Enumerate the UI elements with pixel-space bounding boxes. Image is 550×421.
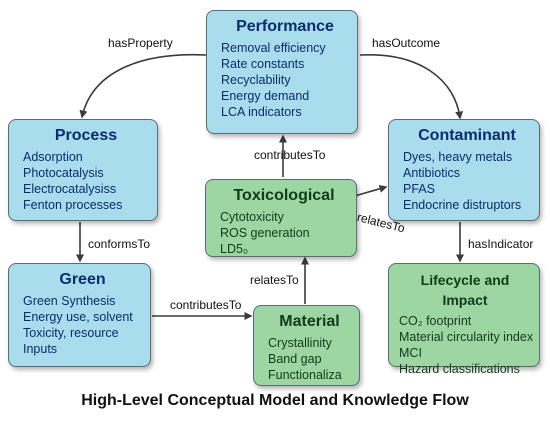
node-toxicological: Toxicological Cytotoxicity ROS generatio…: [205, 179, 357, 257]
node-item: Dyes, heavy metals: [403, 150, 513, 164]
node-title: Toxicological: [233, 187, 335, 204]
node-item: Material circularity index: [399, 330, 534, 344]
node-material: Material Crystallinity Band gap Function…: [253, 305, 360, 386]
node-process: Process Adsorption Photocatalysis Electr…: [8, 119, 158, 221]
node-title: Process: [54, 127, 118, 144]
node-item: Adsorption: [23, 150, 83, 164]
node-item: Endocrine distruptors: [403, 198, 522, 212]
node-title: Performance: [236, 18, 334, 35]
node-item: Crystallinity: [268, 336, 332, 350]
node-item: Electrocatalysiss: [23, 182, 117, 196]
edge-has-property: [79, 53, 207, 119]
node-item: Band gap: [268, 352, 322, 366]
node-performance: Performance Removal efficiency Rate cons…: [206, 10, 358, 134]
node-item: Functionaliza: [268, 368, 342, 382]
node-title: Lifecycle and Impact: [420, 272, 510, 308]
node-item: Fenton processes: [23, 198, 123, 212]
node-item: Energy demand: [221, 89, 310, 103]
edge-label-has-indicator: hasIndicator: [468, 237, 534, 251]
diagram-caption: High-Level Conceptual Model and Knowledg…: [81, 392, 469, 409]
node-item: Cytotoxicity: [220, 210, 284, 224]
edge-relates-to-right: [350, 184, 388, 201]
node-item: LCA indicators: [221, 105, 302, 119]
edge-label-relates-to-bottom: relatesTo: [250, 273, 299, 287]
edge-label-contributes-to-top: contributesTo: [254, 148, 326, 162]
edge-label-has-property: hasProperty: [108, 36, 173, 50]
node-contaminant: Contaminant Dyes, heavy metals Antibioti…: [388, 119, 540, 221]
node-item: ROS generation: [220, 226, 310, 240]
edge-label-has-outcome: hasOutcome: [372, 36, 441, 50]
edge-has-outcome: [359, 54, 464, 120]
node-title: Contaminant: [418, 127, 516, 144]
node-item: Green Synthesis: [23, 294, 116, 308]
node-green: Green Green Synthesis Energy use, solven…: [8, 263, 151, 367]
node-title: Green: [59, 271, 106, 288]
node-item: PFAS: [403, 182, 435, 196]
node-title: Material: [279, 313, 340, 330]
node-item: Photocatalysis: [23, 166, 104, 180]
node-item: LD5₀: [220, 242, 249, 256]
node-item: Recyclability: [221, 73, 291, 87]
node-item: Hazard classifications: [399, 362, 520, 376]
node-item: Antibiotics: [403, 166, 460, 180]
node-item: Energy use, solvent: [23, 310, 133, 324]
node-item: CO₂ footprint: [399, 314, 472, 328]
node-lifecycle: Lifecycle and Impact CO₂ footprint Mater…: [388, 263, 540, 376]
node-item: Toxicity, resource: [23, 326, 119, 340]
node-item: Inputs: [23, 342, 58, 356]
node-item: Removal efficiency: [221, 41, 326, 55]
node-item: Rate constants: [221, 57, 305, 71]
node-item: MCI: [399, 346, 422, 360]
edge-label-contributes-to-bottom: contributesTo: [170, 298, 242, 312]
edge-label-conforms-to: conformsTo: [88, 237, 151, 251]
